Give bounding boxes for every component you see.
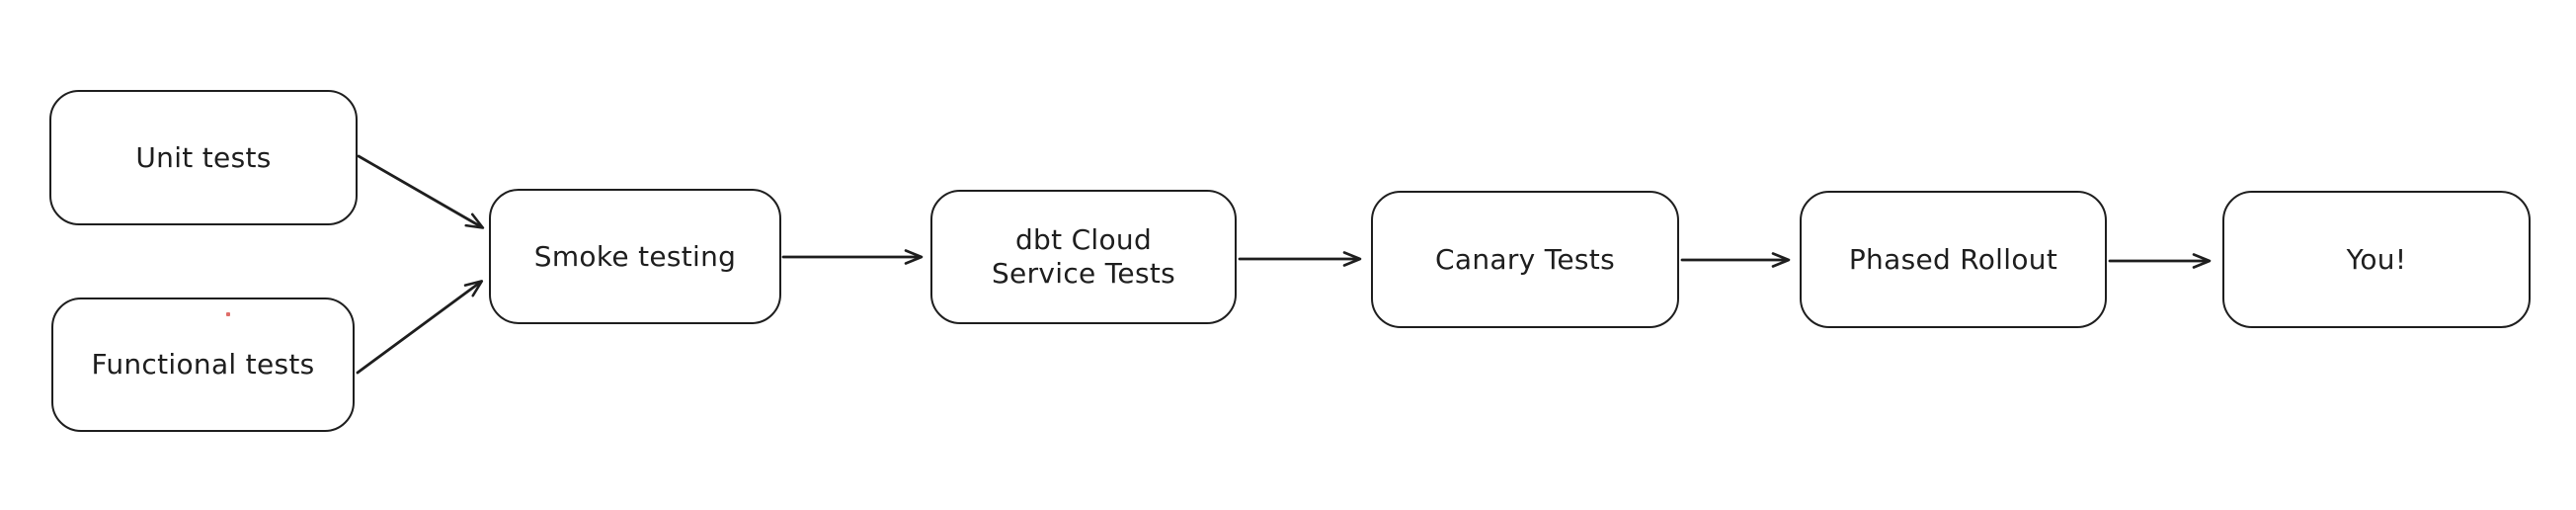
node-you-label: You! [2346, 242, 2407, 276]
node-canary-tests[interactable]: Canary Tests [1371, 191, 1679, 328]
node-dbt-cloud-service-tests-label: dbt Cloud Service Tests [992, 223, 1175, 291]
node-functional-tests-label: Functional tests [91, 348, 315, 381]
node-unit-tests-label: Unit tests [135, 140, 272, 174]
node-dbt-label-line1: dbt Cloud [1014, 223, 1153, 256]
node-functional-tests[interactable]: Functional tests [51, 298, 355, 432]
node-you[interactable]: You! [2222, 191, 2531, 328]
node-canary-tests-label: Canary Tests [1435, 242, 1615, 276]
node-phased-rollout-label: Phased Rollout [1848, 242, 2058, 276]
arrow-unit-tests-to-smoke-testing [357, 154, 485, 229]
node-smoke-testing-label: Smoke testing [533, 239, 737, 273]
node-unit-tests[interactable]: Unit tests [49, 90, 358, 225]
node-phased-rollout[interactable]: Phased Rollout [1800, 191, 2107, 328]
stray-red-dot [226, 312, 230, 316]
node-smoke-testing[interactable]: Smoke testing [489, 189, 781, 324]
arrow-functional-tests-to-smoke-testing [356, 280, 484, 375]
node-dbt-label-line2: Service Tests [991, 257, 1175, 290]
node-dbt-cloud-service-tests[interactable]: dbt Cloud Service Tests [930, 190, 1237, 324]
